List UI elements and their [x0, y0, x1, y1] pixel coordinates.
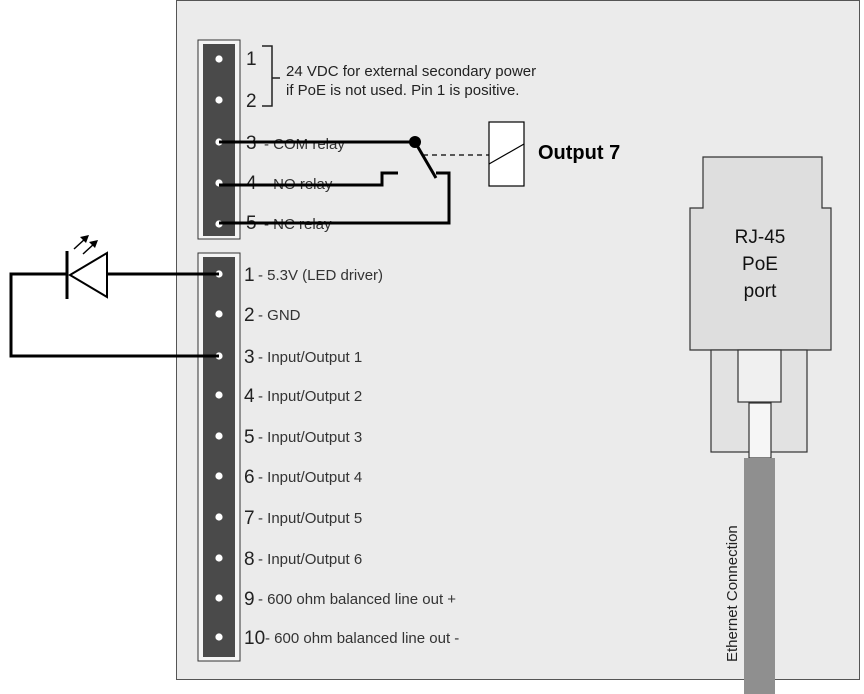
bottom-pin-6-label: - Input/Output 4	[258, 469, 362, 486]
bottom-pin-3-number: 3	[244, 347, 255, 368]
bottom-pin-10-number: 10	[244, 628, 265, 649]
nc-wire	[219, 171, 451, 225]
relay-switch-arm	[413, 141, 438, 179]
top-terminal-block	[197, 39, 241, 240]
relay-output-label: Output 7	[538, 142, 620, 164]
no-wire	[219, 171, 398, 187]
bottom-pin-6-dot	[215, 472, 223, 480]
rj45-plug	[737, 349, 782, 403]
bottom-pin-4-label: - Input/Output 2	[258, 388, 362, 405]
rj45-label-line-2: PoE	[742, 254, 778, 275]
bottom-pin-3-label: - Input/Output 1	[258, 349, 362, 366]
led-wire	[9, 272, 219, 358]
bottom-pin-8-label: - Input/Output 6	[258, 551, 362, 568]
rj45-body	[689, 156, 832, 351]
top-pin-2-dot	[215, 96, 223, 104]
bottom-pin-10-dot	[215, 633, 223, 641]
bottom-pin-9-number: 9	[244, 589, 255, 610]
bottom-pin-10-label: - 600 ohm balanced line out -	[265, 630, 459, 647]
bottom-pin-1-number: 1	[244, 265, 255, 286]
bottom-pin-5-dot	[215, 432, 223, 440]
bottom-pin-2-label: - GND	[258, 307, 301, 324]
relay-coil-symbol	[488, 121, 525, 187]
rj45-port	[689, 156, 832, 459]
bottom-pin-1-label: - 5.3V (LED driver)	[258, 267, 383, 284]
bottom-pin-4-dot	[215, 391, 223, 399]
rj45-label-line-1: RJ-45	[735, 227, 786, 248]
bottom-pin-4-number: 4	[244, 386, 255, 407]
rj45-plug-tab	[748, 402, 772, 459]
power-note-line-2: if PoE is not used. Pin 1 is positive.	[286, 82, 519, 99]
bottom-pin-5-number: 5	[244, 427, 255, 448]
power-pins-bracket	[262, 45, 280, 107]
top-pin-3-label: - COM relay	[264, 136, 345, 153]
bottom-pin-8-number: 8	[244, 549, 255, 570]
bottom-pin-7-dot	[215, 513, 223, 521]
ethernet-cable	[744, 458, 775, 694]
rj45-label-line-3: port	[744, 281, 777, 302]
bottom-pin-2-number: 2	[244, 305, 255, 326]
bottom-pin-9-dot	[215, 594, 223, 602]
bottom-pin-6-number: 6	[244, 467, 255, 488]
bottom-pin-7-number: 7	[244, 508, 255, 529]
power-note-line-1: 24 VDC for external secondary power	[286, 63, 536, 80]
bottom-pin-9-label: - 600 ohm balanced line out +	[258, 591, 456, 608]
bottom-pin-2-dot	[215, 310, 223, 318]
bottom-pin-5-label: - Input/Output 3	[258, 429, 362, 446]
led-symbol	[65, 235, 108, 299]
bottom-pin-7-label: - Input/Output 5	[258, 510, 362, 527]
ethernet-connection-label: Ethernet Connection	[724, 525, 741, 662]
relay-pivot	[409, 136, 421, 148]
top-pin-1-dot	[215, 55, 223, 63]
bottom-terminal-block	[197, 252, 241, 662]
relay-wiring	[219, 140, 451, 225]
top-pin-2-number: 2	[246, 91, 257, 112]
bottom-pin-8-dot	[215, 554, 223, 562]
top-pin-1-number: 1	[246, 49, 257, 70]
bottom-terminal-body	[203, 257, 235, 657]
